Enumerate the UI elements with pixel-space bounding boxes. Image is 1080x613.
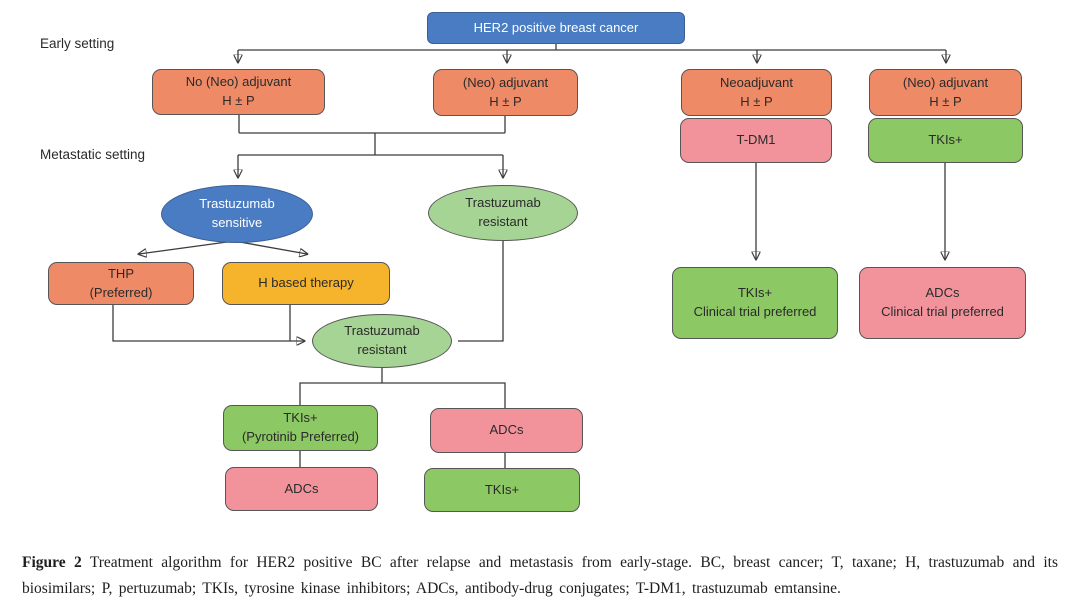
node-thp-preferred: THP (Preferred) (48, 262, 194, 305)
node-neo-adjuvant-left: (Neo) adjuvant H ± P (433, 69, 578, 116)
figure-caption: Figure 2 Treatment algorithm for HER2 po… (22, 550, 1058, 602)
node-h-based-therapy: H based therapy (222, 262, 390, 305)
node-tkis-right: TKIs+ (868, 118, 1023, 163)
node-adcs-left: ADCs (225, 467, 378, 511)
node-adcs-clinical-trial-preferred: ADCs Clinical trial preferred (859, 267, 1026, 339)
node-adcs-mid: ADCs (430, 408, 583, 453)
node-t-dm1: T-DM1 (680, 118, 832, 163)
figure-caption-text: Treatment algorithm for HER2 positive BC… (22, 553, 1058, 597)
node-trastuzumab-resistant-mid: Trastuzumab resistant (312, 314, 452, 368)
metastatic-setting-label: Metastatic setting (40, 147, 146, 162)
node-neo-adjuvant-right: (Neo) adjuvant H ± P (869, 69, 1022, 116)
node-her2-positive-breast-cancer: HER2 positive breast cancer (427, 12, 685, 44)
node-trastuzumab-resistant-upper: Trastuzumab resistant (428, 185, 578, 241)
figure-caption-label: Figure 2 (22, 553, 82, 571)
node-tkis-clinical-trial-preferred: TKIs+ Clinical trial preferred (672, 267, 838, 339)
node-tkis-pyrotinib-preferred: TKIs+ (Pyrotinib Preferred) (223, 405, 378, 451)
plain-connectors (238, 44, 946, 468)
node-neoadjuvant: Neoadjuvant H ± P (681, 69, 832, 116)
node-tkis-mid: TKIs+ (424, 468, 580, 512)
early-setting-label: Early setting (40, 36, 115, 51)
arrow-thp-to-resistant-mid (112, 305, 304, 341)
node-trastuzumab-sensitive: Trastuzumab sensitive (161, 185, 313, 243)
node-no-neo-adjuvant: No (Neo) adjuvant H ± P (152, 69, 325, 115)
